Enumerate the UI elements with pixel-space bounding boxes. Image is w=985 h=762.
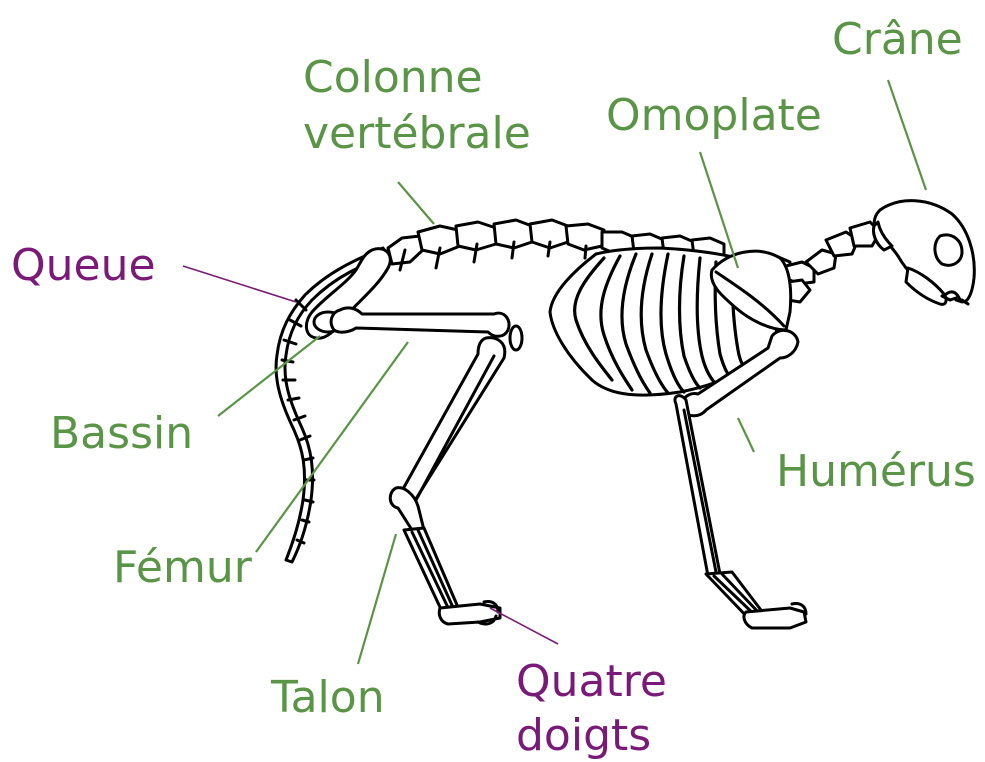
leader-line-quatre-doigts: [490, 608, 558, 644]
skull-bone: [873, 201, 974, 305]
leader-line-queue: [183, 266, 296, 302]
label-femur: Fémur: [113, 542, 252, 594]
label-bassin: Bassin: [50, 408, 193, 460]
leader-line-crane: [888, 80, 926, 190]
label-colonne-line1: Colonne: [303, 52, 483, 104]
label-crane: Crâne: [832, 14, 963, 66]
label-quatre-line1: Quatre: [516, 656, 667, 708]
label-humerus: Humérus: [776, 446, 976, 498]
label-colonne-line2: vertébrale: [303, 108, 531, 160]
label-omoplate: Omoplate: [606, 90, 822, 142]
leader-lines: [183, 80, 926, 664]
label-quatre-line2: doigts: [516, 710, 651, 762]
leader-line-colonne: [398, 182, 434, 224]
leader-line-talon: [358, 534, 396, 664]
label-queue: Queue: [11, 240, 156, 292]
leader-line-bassin: [218, 336, 320, 416]
label-talon: Talon: [271, 672, 385, 724]
leader-line-humerus: [738, 418, 754, 452]
hind-leg: [331, 308, 522, 624]
